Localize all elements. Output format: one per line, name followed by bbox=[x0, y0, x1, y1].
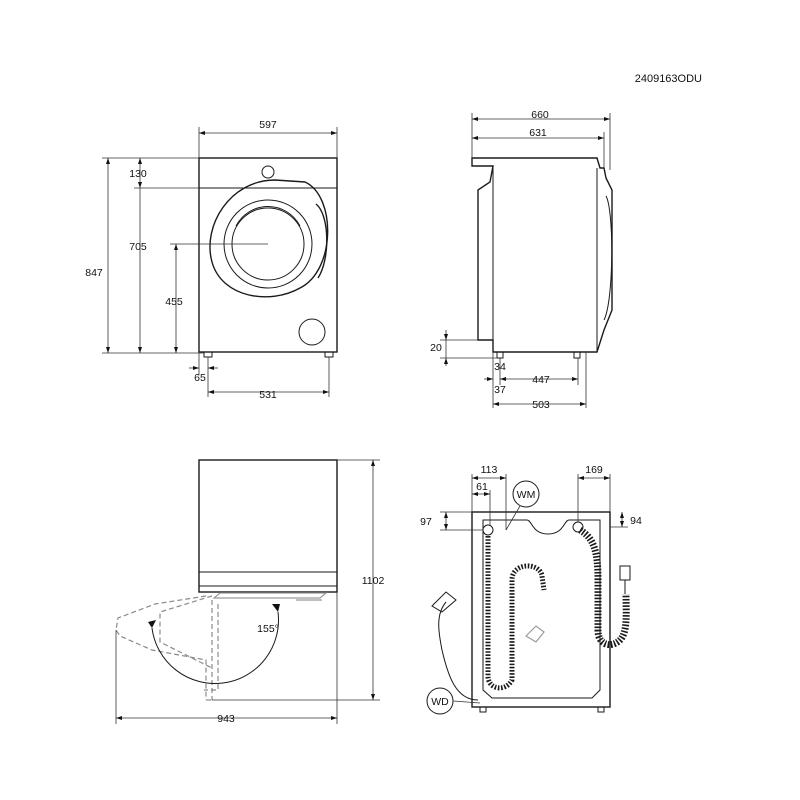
wd-label: WD bbox=[431, 696, 449, 708]
front-body-outline bbox=[198, 157, 338, 353]
inlet-hose bbox=[578, 526, 630, 649]
power-cord bbox=[438, 601, 479, 701]
pump-filter-cover bbox=[298, 318, 326, 346]
front-view: 597 847 130 705 455 65 bbox=[85, 119, 338, 401]
rear-panel bbox=[482, 519, 601, 699]
drain-outlet bbox=[482, 524, 494, 536]
dim-top-panel: 130 bbox=[129, 168, 147, 180]
door-plate bbox=[212, 592, 328, 599]
dim-rear-113: 113 bbox=[481, 464, 498, 476]
rear-body-outline bbox=[471, 511, 611, 708]
dim-door-center-height: 705 bbox=[129, 241, 147, 253]
dim-total-depth: 660 bbox=[531, 109, 549, 121]
dim-side-foot-offset: 34 bbox=[494, 361, 506, 373]
door-handle bbox=[315, 203, 328, 279]
dim-foot-height: 20 bbox=[430, 342, 442, 354]
door-glass-reflection bbox=[235, 205, 301, 227]
side-view: 660 631 20 34 447 37 503 bbox=[430, 109, 613, 411]
dim-door-height: 455 bbox=[165, 296, 183, 308]
dim-open-height: 1102 bbox=[362, 575, 385, 587]
top-body-outline bbox=[198, 459, 338, 593]
inlet-connector bbox=[619, 565, 631, 581]
dim-rear-61: 61 bbox=[476, 481, 488, 493]
dim-foot-offset: 65 bbox=[194, 372, 206, 384]
rear-view: WM WD 113 61 169 97 bbox=[420, 464, 642, 715]
drain-hose bbox=[485, 536, 547, 691]
dim-depth-feet: 503 bbox=[532, 399, 550, 411]
dim-rear-169: 169 bbox=[585, 464, 603, 476]
wm-callout bbox=[512, 480, 540, 508]
dim-front-width: 597 bbox=[259, 119, 277, 131]
foot-right bbox=[324, 351, 334, 358]
door-outer bbox=[209, 179, 329, 298]
power-plug bbox=[431, 591, 457, 613]
side-foot-back bbox=[573, 351, 581, 359]
side-foot-front bbox=[496, 351, 504, 359]
dim-side-foot-spacing: 447 bbox=[532, 374, 550, 386]
dim-total-height: 847 bbox=[85, 267, 103, 279]
foot-left bbox=[203, 351, 213, 358]
dim-body-depth: 631 bbox=[529, 127, 547, 139]
dim-foot-spacing: 531 bbox=[259, 389, 277, 401]
dim-rear-94: 94 bbox=[630, 515, 642, 527]
open-door-outline bbox=[115, 595, 207, 700]
dim-door-angle: 155° bbox=[257, 623, 279, 635]
side-door-bulge bbox=[603, 195, 613, 321]
wm-label: WM bbox=[517, 489, 536, 501]
program-knob bbox=[261, 165, 275, 179]
door-angle-arc bbox=[151, 611, 279, 684]
dim-open-depth: 943 bbox=[217, 713, 235, 725]
door-open-view: 155° 1102 943 bbox=[115, 459, 385, 725]
water-spray bbox=[525, 625, 545, 643]
dim-rear-97: 97 bbox=[420, 516, 432, 528]
dim-side-foot-front: 37 bbox=[494, 384, 506, 396]
drawing-code: 2409163ODU bbox=[635, 73, 702, 85]
